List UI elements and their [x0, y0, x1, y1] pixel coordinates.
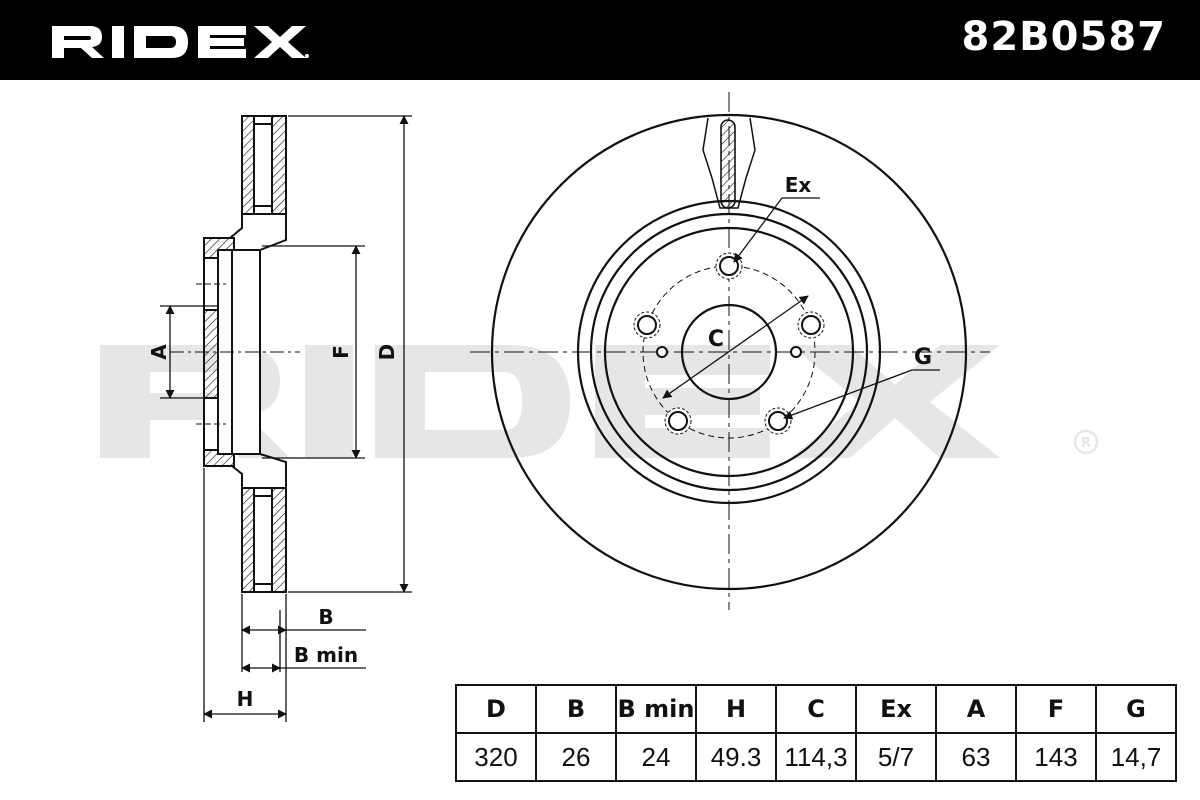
technical-drawing: R [100, 92, 1099, 722]
spec-table: D B B min H C Ex A F G 320 26 24 49.3 11… [455, 684, 1177, 782]
label-ex: Ex [785, 173, 812, 197]
header-cell: F [1015, 684, 1097, 734]
value-cell: 63 [935, 732, 1017, 782]
label-b-min: B min [294, 643, 358, 667]
label-c: C [708, 327, 724, 352]
label-d: D [375, 344, 399, 361]
header-cell: G [1095, 684, 1177, 734]
value-cell: 5/7 [855, 732, 937, 782]
header-cell: Ex [855, 684, 937, 734]
value-cell: 24 [615, 732, 697, 782]
front-dimensions [662, 197, 940, 420]
value-cell: 143 [1015, 732, 1097, 782]
label-h: H [237, 687, 254, 711]
value-cell: 14,7 [1095, 732, 1177, 782]
header-cell: D [455, 684, 537, 734]
header-cell: H [695, 684, 777, 734]
part-number: 82B0587 [961, 14, 1166, 60]
locator-hole [656, 346, 668, 358]
spec-table-header-row: D B B min H C Ex A F G [455, 684, 1177, 734]
header-cell: A [935, 684, 1017, 734]
side-section-view [170, 115, 300, 593]
svg-text:R: R [1081, 436, 1091, 451]
bolt-hole [633, 311, 661, 339]
label-b: B [318, 605, 333, 629]
header-cell: B [535, 684, 617, 734]
bolt-hole [764, 407, 792, 435]
value-cell: 114,3 [775, 732, 857, 782]
value-cell: 26 [535, 732, 617, 782]
value-cell: 49.3 [695, 732, 777, 782]
header-bar: 82B0587 [0, 0, 1200, 80]
side-dimensions [160, 115, 412, 722]
header-cell: B min [615, 684, 697, 734]
label-a: A [147, 344, 171, 360]
front-view [470, 92, 990, 610]
bolt-hole [664, 407, 692, 435]
locator-hole [790, 346, 802, 358]
label-f: F [329, 345, 353, 359]
spec-table-value-row: 320 26 24 49.3 114,3 5/7 63 143 14,7 [455, 732, 1177, 782]
label-g: G [914, 345, 932, 370]
header-cell: C [775, 684, 857, 734]
ridex-logo [52, 26, 309, 58]
value-cell: 320 [455, 732, 537, 782]
bolt-hole [797, 311, 825, 339]
